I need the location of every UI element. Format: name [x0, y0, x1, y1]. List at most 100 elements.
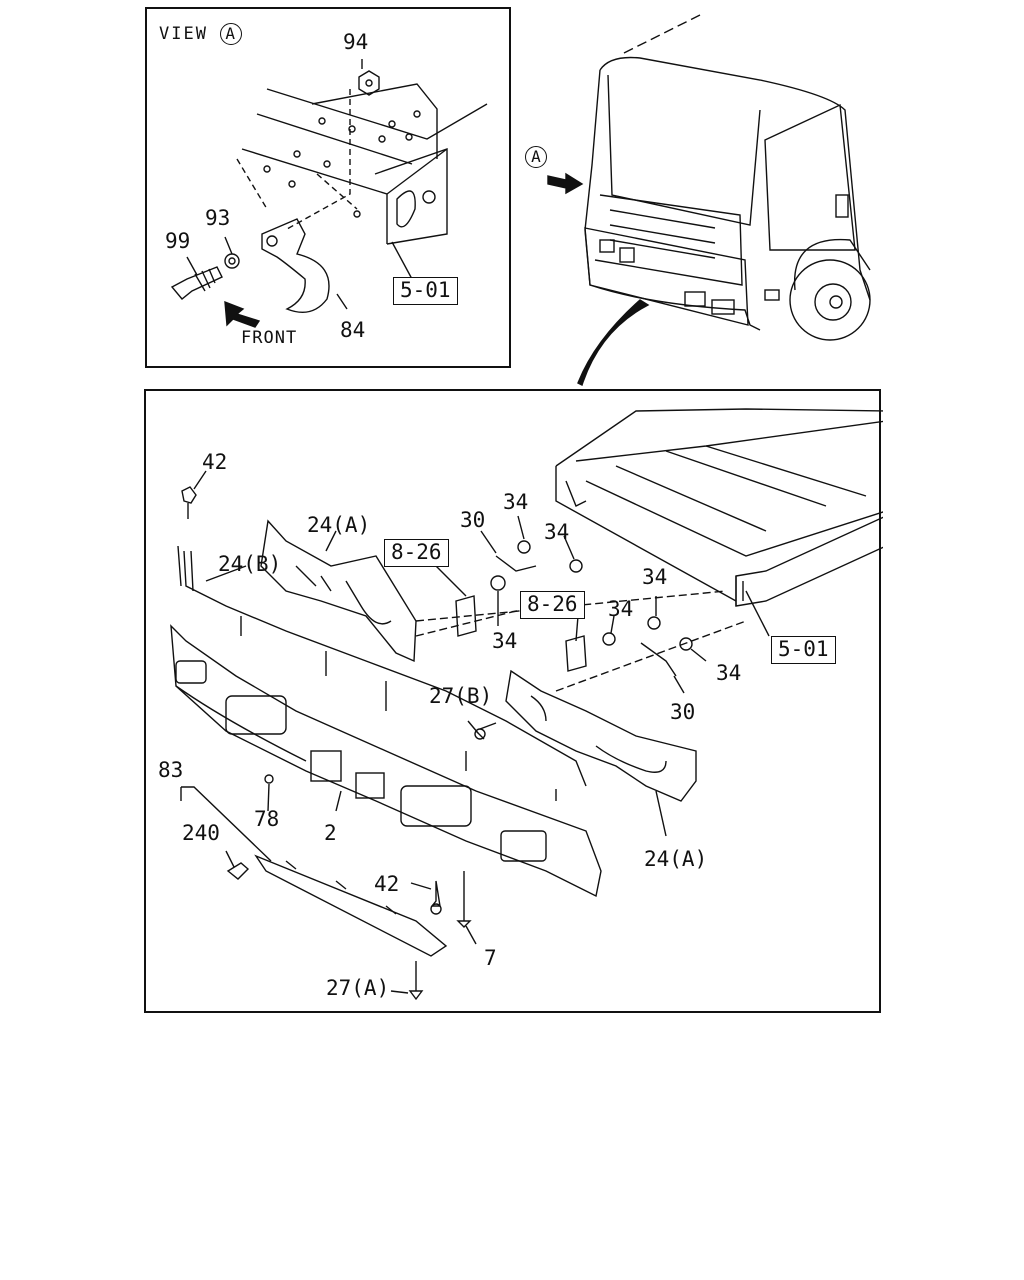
bumper-assembly-drawing	[170, 408, 883, 1001]
frame-dashed-line	[619, 14, 701, 56]
grille-bars	[609, 209, 716, 259]
bumper-center-right	[355, 772, 385, 799]
frame-rail-mid-edge	[256, 113, 413, 165]
cab-fog-right	[684, 291, 706, 307]
cab-roof-outline	[599, 56, 871, 301]
ref-box-5-01-main: 5-01	[771, 636, 836, 664]
frame-end-top	[386, 148, 448, 195]
leader-lines	[180, 470, 770, 994]
ref-box-8-26-right: 8-26	[520, 591, 585, 619]
nuts-34	[490, 540, 693, 651]
callout-42-top: 42	[202, 450, 228, 474]
leader-99	[186, 256, 198, 276]
front-label: FRONT	[241, 328, 298, 348]
cab-fog-left	[599, 239, 615, 253]
callout-34-c: 34	[492, 629, 518, 653]
callout-240: 240	[182, 821, 220, 845]
tow-hook-84	[261, 218, 330, 313]
view-letter-circle: A	[220, 23, 243, 45]
callout-34-f: 34	[716, 661, 742, 685]
bracket-24a-left-detail	[295, 565, 392, 625]
bolt-42-bottom	[430, 880, 441, 907]
callout-2: 2	[324, 821, 337, 845]
callout-34-b: 34	[544, 520, 570, 544]
bracket-24a-right	[505, 669, 697, 802]
frame-rails	[615, 445, 867, 532]
bolt-27a	[408, 961, 424, 1001]
view-a-arrow-icon	[547, 172, 584, 195]
bumper-opening-left	[225, 695, 287, 735]
cab-view-letter-circle: A	[525, 146, 547, 168]
bracket-plate	[311, 83, 438, 159]
callout-84: 84	[340, 318, 366, 342]
bumper-assembly-panel: 42 24(A) 24(B) 8-26 30 34 34 34 8-26 34 …	[144, 389, 883, 1013]
callout-34-d: 34	[608, 597, 634, 621]
plate-8-26-right	[565, 635, 587, 672]
cab-wheel	[789, 259, 871, 341]
end-plate-cutout	[396, 190, 416, 228]
bumper-opening-right	[400, 785, 472, 827]
ref-box-5-01-inset: 5-01	[393, 277, 458, 305]
callout-24a-bottom: 24(A)	[644, 847, 708, 871]
side-marker	[764, 289, 780, 301]
bolt-axis-line	[286, 89, 351, 230]
wheel-arch	[793, 238, 871, 291]
view-label-text: VIEW	[159, 24, 208, 44]
bolt-42-top	[181, 486, 197, 504]
ref-box-8-26-left: 8-26	[384, 539, 449, 567]
callout-30-bottom: 30	[670, 700, 696, 724]
frame-inner-rail	[585, 480, 883, 557]
screw-7	[456, 903, 472, 928]
cab-wheel-hub	[814, 283, 852, 321]
callout-7: 7	[484, 946, 497, 970]
bracket-24a-right-detail	[595, 745, 667, 773]
windshield	[607, 74, 761, 226]
callout-24b: 24(B)	[218, 552, 282, 576]
bumper-2-lower-edge	[175, 685, 307, 762]
bracket-24a-left	[260, 519, 417, 663]
callout-83: 83	[158, 758, 184, 782]
bumper-fog-left	[175, 660, 207, 684]
under-cover-83	[254, 854, 448, 957]
cab-fog-right-2	[711, 299, 735, 315]
rail-holes	[263, 110, 421, 218]
stay-24b	[183, 550, 587, 787]
hidden-rail-edge	[236, 158, 358, 210]
truck-cab-drawing	[547, 14, 871, 386]
bumper-center-left	[310, 750, 342, 782]
bolt-99	[170, 266, 223, 300]
callout-34-e: 34	[642, 565, 668, 589]
cab-view-a-marker: A	[525, 146, 547, 168]
clip-78	[264, 774, 274, 784]
view-a-drawing	[170, 59, 488, 328]
callout-78: 78	[254, 807, 280, 831]
callout-94: 94	[343, 30, 369, 54]
callout-24a-top: 24(A)	[307, 513, 371, 537]
frame-cross-left	[555, 466, 737, 602]
stay-24b-tabs	[240, 616, 557, 801]
front-arrow-icon	[224, 300, 261, 328]
callout-34-a: 34	[503, 490, 529, 514]
view-title: VIEW A	[159, 23, 243, 45]
grille-area	[594, 194, 743, 286]
cab-emblem	[835, 194, 849, 218]
bumper-fog-right	[500, 830, 547, 862]
callout-93: 93	[205, 206, 231, 230]
nut-94	[358, 70, 380, 96]
frame-left-bracket	[565, 480, 587, 507]
mount-line-lower	[555, 620, 747, 692]
cab-bumper	[584, 227, 749, 326]
frame-top-far	[555, 408, 883, 467]
end-plate-hole	[422, 190, 436, 204]
frame-end-plate	[374, 148, 448, 245]
leader-5-01	[391, 241, 413, 280]
pointer-curve-arrow-icon	[577, 299, 650, 386]
callout-27b: 27(B)	[429, 684, 493, 708]
door-window	[764, 103, 856, 251]
bolt-27b	[475, 722, 497, 740]
callout-42-bottom: 42	[374, 872, 400, 896]
leader-84	[336, 293, 348, 310]
cab-fog-left-2	[619, 247, 635, 263]
callout-99: 99	[165, 229, 191, 253]
plate-8-26-left	[455, 595, 477, 637]
